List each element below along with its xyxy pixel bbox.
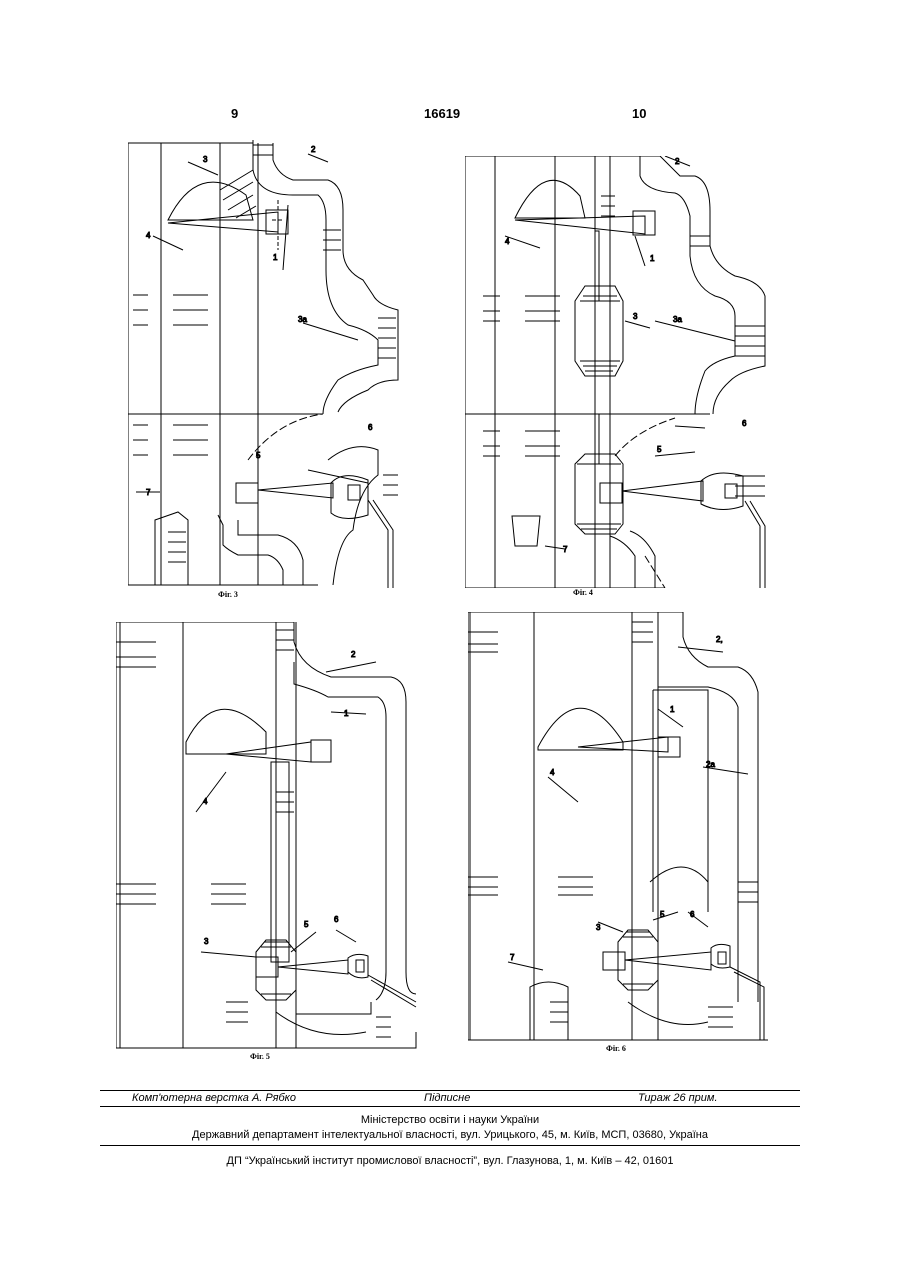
footer-circulation: Тираж 26 прим.	[638, 1092, 718, 1104]
fig3-label-1: 1	[273, 253, 278, 262]
fig5-label-6: 6	[334, 915, 339, 924]
fig6-label-2: 2,	[716, 635, 723, 644]
fig3-label-2: 2	[311, 145, 316, 154]
figure-4: 2 4 1 3 3а 5 6 7	[465, 156, 773, 588]
fig4-label-4: 4	[505, 237, 510, 246]
fig4-label-5: 5	[657, 445, 662, 454]
figure-6-drawing: 2, 1 2а 4 3 5 6 7	[468, 612, 768, 1042]
fig4-label-6: 6	[742, 419, 747, 428]
fig6-label-3: 3	[596, 923, 601, 932]
figure-6: 2, 1 2а 4 3 5 6 7	[468, 612, 768, 1042]
fig4-label-2: 2	[675, 157, 680, 166]
fig4-label-3a: 3а	[673, 315, 682, 324]
fig3-label-3a: 3а	[298, 315, 307, 324]
fig5-label-1: 1	[344, 709, 349, 718]
fig3-label-4: 4	[146, 231, 151, 240]
figure-3: 3 2 4 1 3а 5 6 7	[128, 140, 400, 588]
footer-layout-credit: Комп'ютерна верстка А. Рябко	[132, 1092, 296, 1104]
figure-4-drawing: 2 4 1 3 3а 5 6 7	[465, 156, 773, 588]
patent-number: 16619	[424, 106, 460, 121]
fig6-label-5: 5	[660, 910, 665, 919]
fig5-label-3: 3	[204, 937, 209, 946]
fig6-label-2a: 2а	[706, 760, 715, 769]
fig6-label-7: 7	[510, 953, 515, 962]
footer-rule-bottom	[100, 1145, 800, 1146]
footer-rule-top	[100, 1090, 800, 1091]
page-number-left: 9	[231, 106, 238, 121]
fig4-label-7: 7	[563, 545, 568, 554]
fig4-label-3: 3	[633, 312, 638, 321]
page-number-right: 10	[632, 106, 646, 121]
figure-6-caption: Фіг. 6	[606, 1044, 626, 1053]
fig6-label-6: 6	[690, 910, 695, 919]
fig6-label-4: 4	[550, 768, 555, 777]
figure-5-drawing: 2 1 4 3 5 6	[116, 622, 418, 1050]
fig5-label-2: 2	[351, 650, 356, 659]
figure-3-caption: Фіг. 3	[218, 590, 238, 599]
fig3-label-7: 7	[146, 488, 151, 497]
figure-3-drawing: 3 2 4 1 3а 5 6 7	[128, 140, 400, 588]
footer-ministry: Міністерство освіти і науки України	[100, 1114, 800, 1126]
footer-institute: ДП “Український інститут промислової вла…	[100, 1155, 800, 1167]
footer-department: Державний департамент інтелектуальної вл…	[100, 1129, 800, 1141]
fig3-label-5: 5	[256, 451, 261, 460]
fig4-label-1: 1	[650, 254, 655, 263]
fig5-label-4: 4	[203, 797, 208, 806]
figure-5-caption: Фіг. 5	[250, 1052, 270, 1061]
figure-4-caption: Фіг. 4	[573, 588, 593, 597]
fig5-label-5: 5	[304, 920, 309, 929]
figure-5: 2 1 4 3 5 6	[116, 622, 418, 1050]
footer-signed: Підписне	[424, 1092, 470, 1104]
fig3-label-3: 3	[203, 155, 208, 164]
fig6-label-1: 1	[670, 705, 675, 714]
fig3-label-6: 6	[368, 423, 373, 432]
footer-rule-middle	[100, 1106, 800, 1107]
